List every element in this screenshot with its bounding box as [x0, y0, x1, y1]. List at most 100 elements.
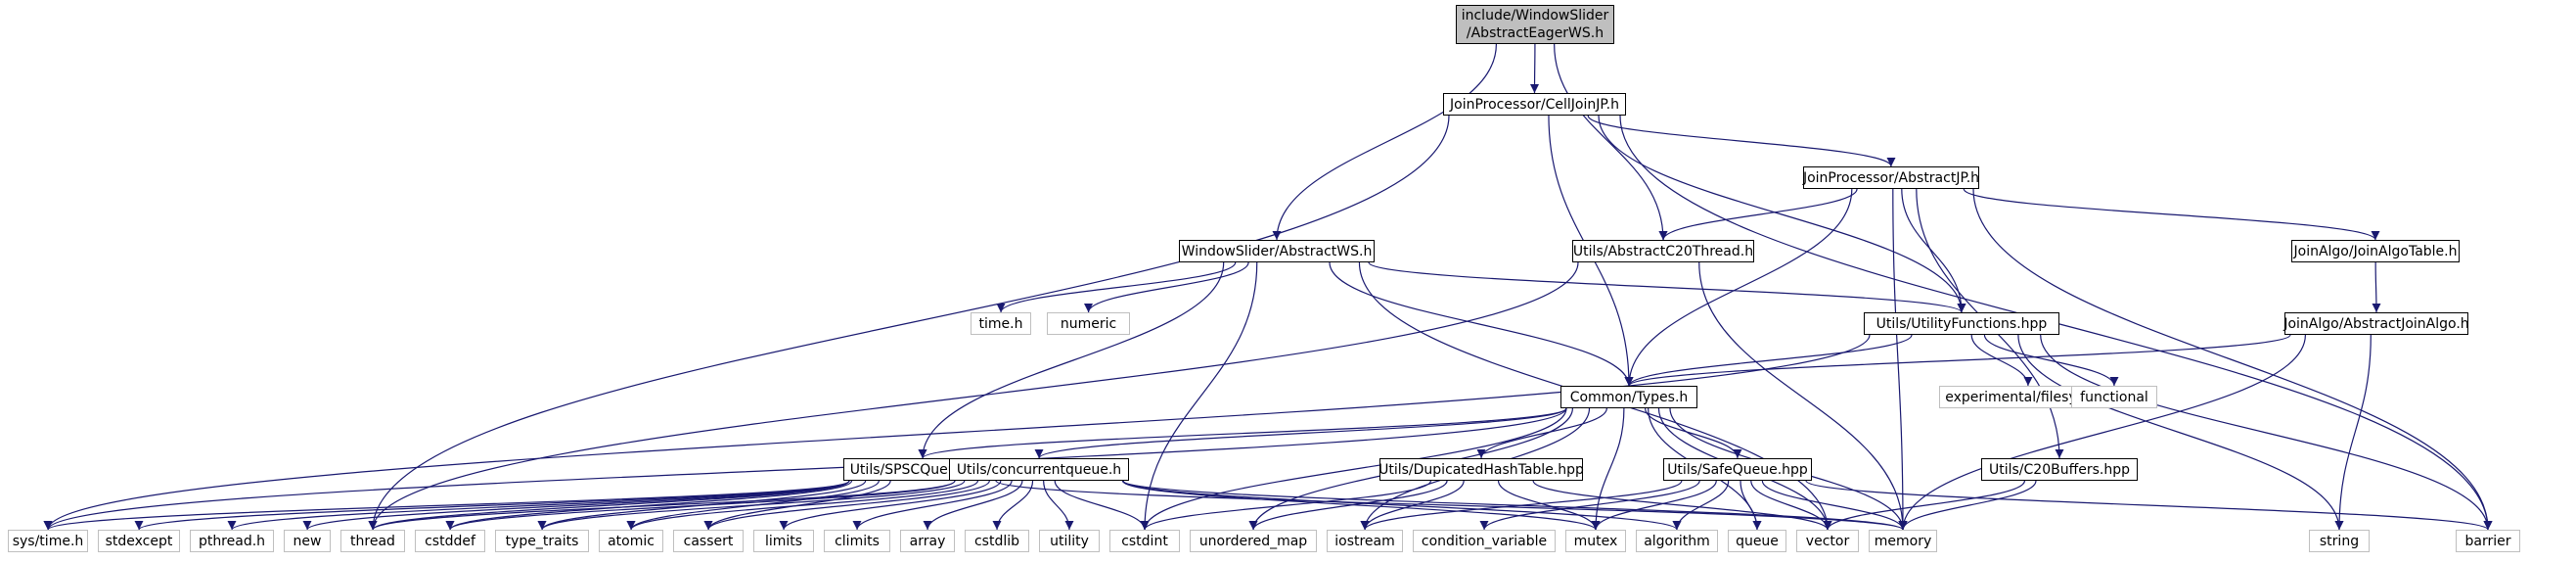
edge-utilityfunctions-to-experimental_filesystem — [1970, 334, 2033, 387]
edge-duplicatedhashtable-to-unordered_map — [1248, 480, 1448, 531]
node-type-traits: type_traits — [495, 530, 589, 552]
node-joinalgotable-h[interactable]: JoinAlgo/JoinAlgoTable.h — [2291, 240, 2460, 262]
node-barrier: barrier — [2456, 530, 2520, 552]
edge-concurrentqueue-to-array — [923, 480, 1023, 531]
edge-c20buffers-to-memory — [1898, 480, 2037, 531]
node-mutex: mutex — [1565, 530, 1626, 552]
node-label: JoinAlgo/JoinAlgoTable.h — [2293, 243, 2458, 259]
node-label: iostream — [1334, 533, 1395, 549]
node-abstractjp-h[interactable]: JoinProcessor/AbstractJP.h — [1803, 166, 1979, 189]
edge-concurrentqueue-to-cstddef — [445, 480, 956, 531]
node-vector: vector — [1796, 530, 1859, 552]
node-new: new — [284, 530, 331, 552]
edge-common_types-to-duplicatedhashtable — [1476, 407, 1607, 459]
node-label: type_traits — [505, 533, 579, 549]
edge-abstractjp-to-utilityfunctions — [1901, 188, 1966, 313]
edge-common_types-to-cstdint — [1140, 407, 1567, 531]
edge-concurrentqueue-to-cassert — [703, 480, 990, 531]
node-array: array — [900, 530, 955, 552]
edge-celljoinjp-to-utilityfunctions — [1598, 115, 1966, 313]
node-label: limits — [764, 533, 803, 549]
node-label: array — [909, 533, 946, 549]
node-abstractws-h[interactable]: WindowSlider/AbstractWS.h — [1179, 240, 1375, 262]
node-label: memory — [1874, 533, 1932, 549]
edge-concurrentqueue-to-memory — [1122, 480, 1908, 531]
node-concurrentqueue-h[interactable]: Utils/concurrentqueue.h — [949, 458, 1129, 481]
node-label: experimental/filesystem — [1945, 389, 2111, 405]
node-label: Utils/concurrentqueue.h — [956, 461, 1122, 478]
node-label: mutex — [1573, 533, 1618, 549]
node-utilityfunctions-hpp[interactable]: Utils/UtilityFunctions.hpp — [1864, 312, 2059, 335]
node-pthread-h: pthread.h — [190, 530, 274, 552]
edge-abstractjp-to-barrier — [1972, 188, 2493, 531]
node-label: barrier — [2464, 533, 2511, 549]
edge-common_types-to-mutex — [1591, 407, 1625, 531]
node-memory: memory — [1869, 530, 1937, 552]
edge-concurrentqueue-to-mutex — [1121, 480, 1601, 531]
node-label: Utils/SafeQueue.hpp — [1667, 461, 1808, 478]
node-queue: queue — [1728, 530, 1786, 552]
node-label: Utils/AbstractC20Thread.h — [1572, 243, 1754, 259]
edge-spscqueue-to-cstddef — [445, 480, 853, 531]
edge-utilityfunctions-to-string — [2017, 334, 2344, 531]
edge-abstractws-to-cstdint — [1140, 261, 1258, 531]
edge-abstractjp-to-memory — [1892, 188, 1908, 531]
edge-abstractws-to-time_h — [996, 261, 1237, 313]
edge-concurrentqueue-to-utility — [1043, 480, 1074, 531]
edge-duplicatedhashtable-to-cstdint — [1140, 480, 1431, 531]
edge-abstractws-to-spscqueue — [918, 261, 1225, 459]
node-condition-variable: condition_variable — [1413, 530, 1556, 552]
dependency-edges — [43, 43, 2493, 531]
node-cstdint: cstdint — [1109, 530, 1180, 552]
node-label: Utils/C20Buffers.hpp — [1989, 461, 2130, 478]
node-label: condition_variable — [1421, 533, 1548, 549]
node-duplicatedhashtable-hpp[interactable]: Utils/DupicatedHashTable.hpp — [1378, 458, 1584, 481]
edge-celljoinjp-to-abstractjp — [1587, 115, 1896, 167]
edge-utilityfunctions-to-barrier — [2040, 334, 2493, 531]
node-limits: limits — [753, 530, 814, 552]
edge-c20buffers-to-vector — [1823, 480, 2026, 531]
node-utility: utility — [1039, 530, 1100, 552]
edge-safequeue-to-barrier — [1805, 480, 2493, 531]
node-safequeue-hpp[interactable]: Utils/SafeQueue.hpp — [1663, 458, 1812, 481]
edge-utilityfunctions-to-functional — [1983, 334, 2119, 387]
node-unordered-map: unordered_map — [1190, 530, 1317, 552]
node-label: queue — [1736, 533, 1779, 549]
edge-abstractc20thread-to-memory — [1698, 261, 1908, 531]
node-label: new — [293, 533, 322, 549]
node-abstractjoinalgo-h[interactable]: JoinAlgo/AbstractJoinAlgo.h — [2283, 312, 2469, 335]
edge-abstractjp-to-joinalgotable — [1963, 188, 2380, 241]
node-abstractc20thread-h[interactable]: Utils/AbstractC20Thread.h — [1572, 240, 1754, 262]
node-label: cassert — [683, 533, 734, 549]
edge-spscqueue-to-new — [302, 480, 850, 531]
edge-abstractjoinalgo-to-memory — [1898, 334, 2306, 531]
node-label: JoinProcessor/AbstractJP.h — [1802, 169, 1980, 186]
edge-safequeue-to-queue — [1740, 480, 1762, 531]
node-numeric: numeric — [1047, 312, 1130, 335]
node-label: thread — [350, 533, 395, 549]
edge-concurrentqueue-to-algorithm — [1122, 480, 1682, 531]
edge-concurrentqueue-to-thread — [368, 480, 956, 531]
edge-root-to-abstractc20thread — [1554, 43, 1668, 241]
edge-safequeue-to-mutex — [1591, 480, 1717, 531]
node-cstddef: cstddef — [415, 530, 485, 552]
node-thread: thread — [340, 530, 405, 552]
node-label: cstddef — [425, 533, 475, 549]
node-celljoinjp-h[interactable]: JoinProcessor/CellJoinJP.h — [1443, 93, 1626, 116]
edge-concurrentqueue-to-atomic — [626, 480, 979, 531]
edge-duplicatedhashtable-to-vector — [1532, 480, 1832, 531]
node-label: algorithm — [1644, 533, 1710, 549]
node-common-types-h[interactable]: Common/Types.h — [1560, 386, 1697, 408]
edge-safequeue-to-algorithm — [1672, 480, 1730, 531]
node-c20buffers-hpp[interactable]: Utils/C20Buffers.hpp — [1981, 458, 2138, 481]
node-label: JoinAlgo/AbstractJoinAlgo.h — [2283, 315, 2469, 332]
root-file-label-line2: /AbstractEagerWS.h — [1466, 25, 1604, 41]
node-stdexcept: stdexcept — [98, 530, 180, 552]
edge-abstractjoinalgo-to-common_types — [1624, 334, 2291, 387]
edge-root-to-abstractws — [1272, 43, 1497, 241]
edge-abstractws-to-numeric — [1084, 261, 1249, 313]
node-functional: functional — [2071, 386, 2157, 408]
edge-abstractjp-to-abstractc20thread — [1658, 188, 1858, 241]
edge-utilityfunctions-to-sys_time — [43, 334, 1871, 531]
